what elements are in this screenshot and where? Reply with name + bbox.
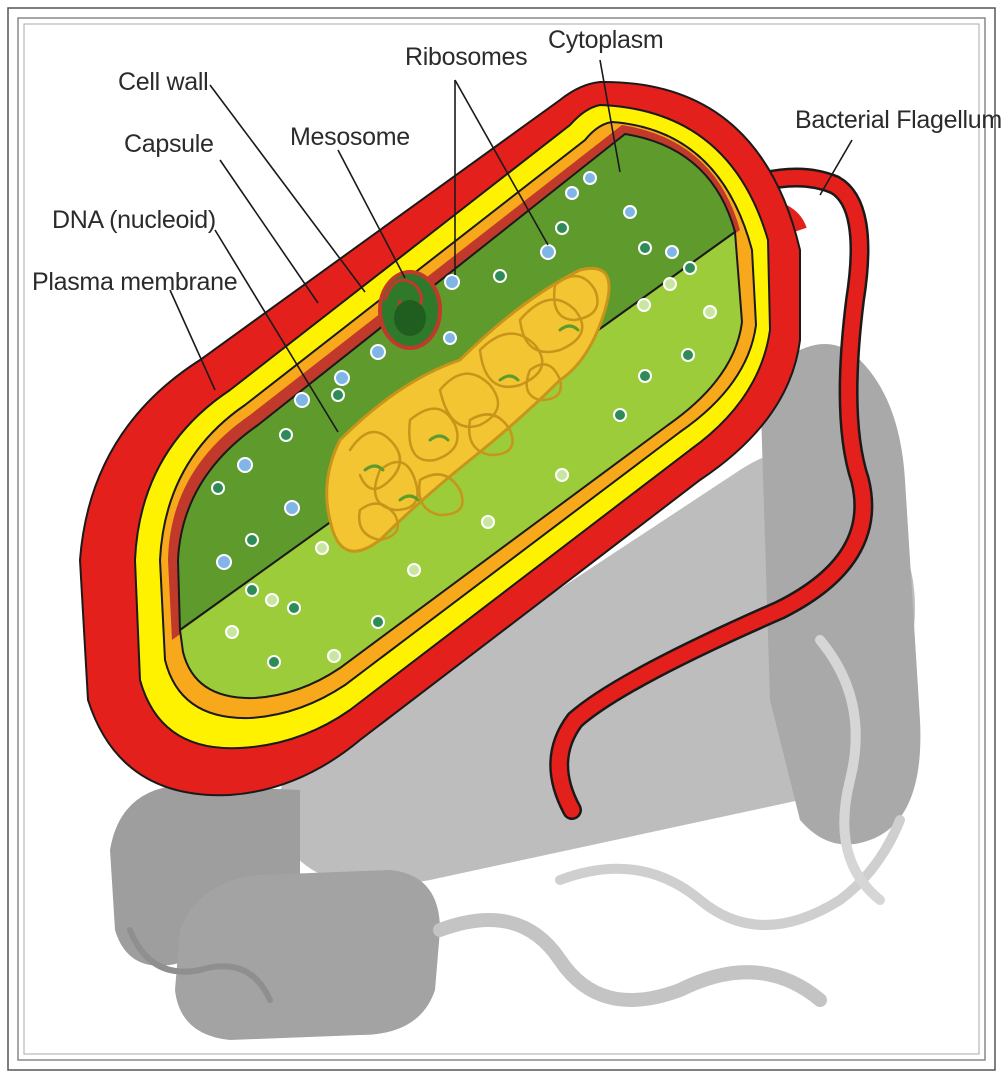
gray-bacterium-bottom bbox=[175, 870, 440, 1040]
label-cytoplasm: Cytoplasm bbox=[548, 26, 663, 54]
label-capsule: Capsule bbox=[124, 130, 214, 158]
label-ribosomes: Ribosomes bbox=[405, 43, 527, 71]
gray-flagellum-1 bbox=[440, 920, 820, 1000]
label-cell-wall: Cell wall bbox=[118, 68, 208, 96]
label-flagellum: Bacterial Flagellum bbox=[795, 106, 1002, 134]
mesosome bbox=[380, 272, 440, 348]
label-mesosome: Mesosome bbox=[290, 123, 410, 151]
label-plasma-membrane: Plasma membrane bbox=[32, 268, 237, 296]
label-dna: DNA (nucleoid) bbox=[52, 206, 216, 234]
